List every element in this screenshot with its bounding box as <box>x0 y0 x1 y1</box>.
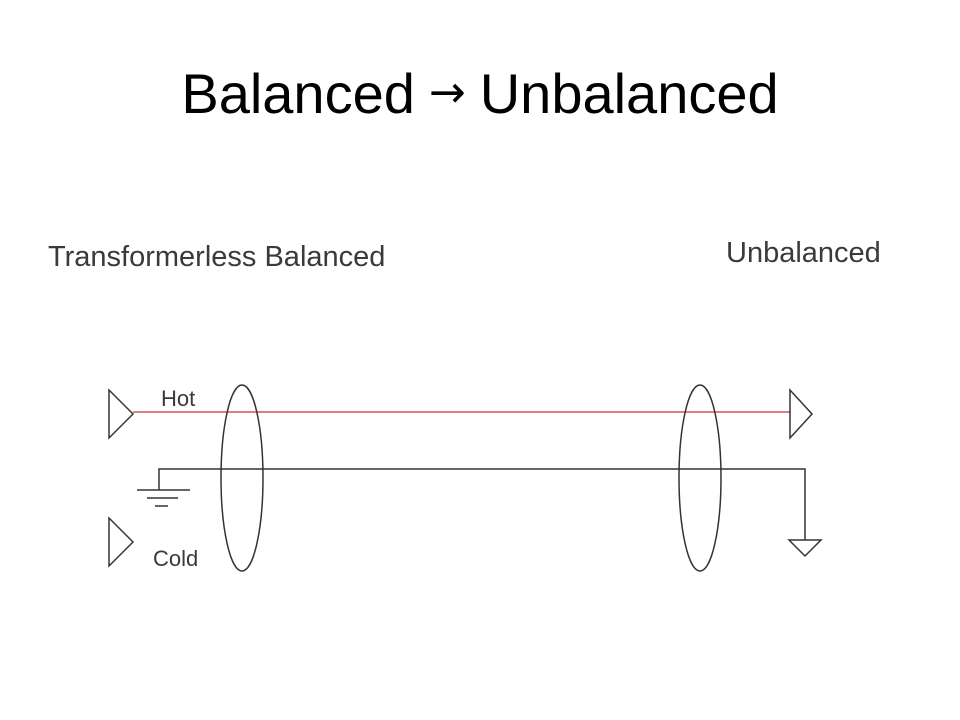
right-arrow-icon: → <box>428 67 466 118</box>
source-ground-symbol-icon <box>137 489 190 507</box>
dest-ground-triangle-icon <box>787 539 823 558</box>
source-cable-ellipse-icon <box>220 384 264 572</box>
hot-label: Hot <box>161 386 195 411</box>
left-heading: Transformerless Balanced <box>48 241 385 273</box>
shield-wire <box>158 468 806 540</box>
hot-output-triangle-icon <box>108 388 135 440</box>
right-heading: Unbalanced <box>726 237 881 269</box>
dest-cable-ellipse-icon <box>678 384 722 572</box>
title-left: Balanced <box>181 62 415 125</box>
page-title: Balanced → Unbalanced <box>0 58 960 129</box>
unbalanced-input-triangle-icon <box>789 388 814 440</box>
title-right: Unbalanced <box>479 62 779 125</box>
cold-output-triangle-icon <box>108 516 135 568</box>
cold-label: Cold <box>153 546 198 571</box>
